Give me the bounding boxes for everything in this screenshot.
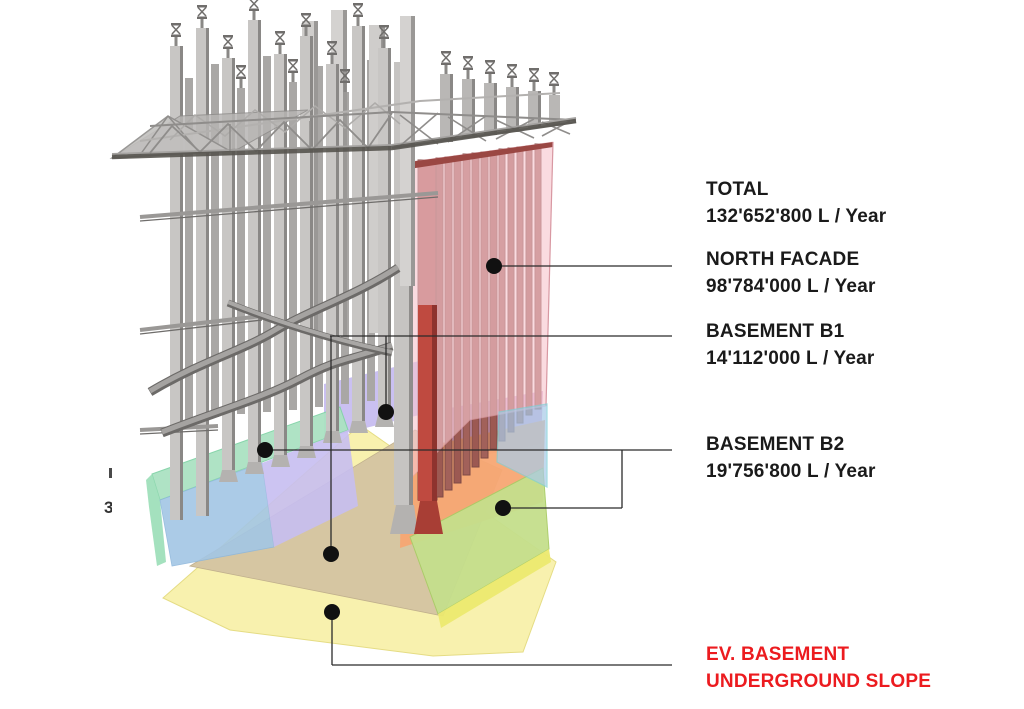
- leader-dot-basement-b2-right: [495, 500, 511, 516]
- annotation-basement-b2-title: BASEMENT B2: [706, 434, 845, 455]
- annotation-basement-b1: BASEMENT B1 14'112'000 L / Year: [706, 318, 875, 372]
- annotation-total-value: 132'652'800 L / Year: [706, 206, 887, 227]
- annotation-basement-b1-value: 14'112'000 L / Year: [706, 348, 875, 369]
- annotation-ev-basement-title: EV. BASEMENT: [706, 644, 850, 665]
- annotation-ev-basement-subtitle: UNDERGROUND SLOPE: [706, 671, 932, 692]
- roof-truss: [109, 92, 577, 160]
- leader-dots: [257, 258, 511, 620]
- edge-mark: [109, 468, 112, 478]
- annotation-north-facade: NORTH FACADE 98'784'000 L / Year: [706, 246, 876, 300]
- edge-text-fragment: 3: [104, 498, 112, 517]
- annotation-basement-b1-title: BASEMENT B1: [706, 321, 845, 342]
- pile-row-right-stepped: [440, 74, 560, 142]
- leader-dot-basement-b2-left: [257, 442, 273, 458]
- annotation-total: TOTAL 132'652'800 L / Year: [706, 176, 886, 230]
- annotation-north-facade-title: NORTH FACADE: [706, 249, 860, 270]
- annotation-ev-basement: EV. BASEMENT UNDERGROUND SLOPE: [706, 641, 931, 695]
- leader-lines: [265, 265, 672, 666]
- annotation-total-title: TOTAL: [706, 179, 769, 200]
- leader-dot-ev-basement: [324, 604, 340, 620]
- annotation-basement-b2-value: 19'756'800 L / Year: [706, 461, 876, 482]
- annotation-basement-b2: BASEMENT B2 19'756'800 L / Year: [706, 431, 876, 485]
- access-ramps: [147, 264, 401, 438]
- annotation-north-facade-value: 98'784'000 L / Year: [706, 276, 876, 297]
- leader-dot-basement-b1: [378, 404, 394, 420]
- leader-dot-north-facade: [486, 258, 502, 274]
- leader-dot-basement-b1-floor: [323, 546, 339, 562]
- basement-b2-wall: [409, 403, 551, 628]
